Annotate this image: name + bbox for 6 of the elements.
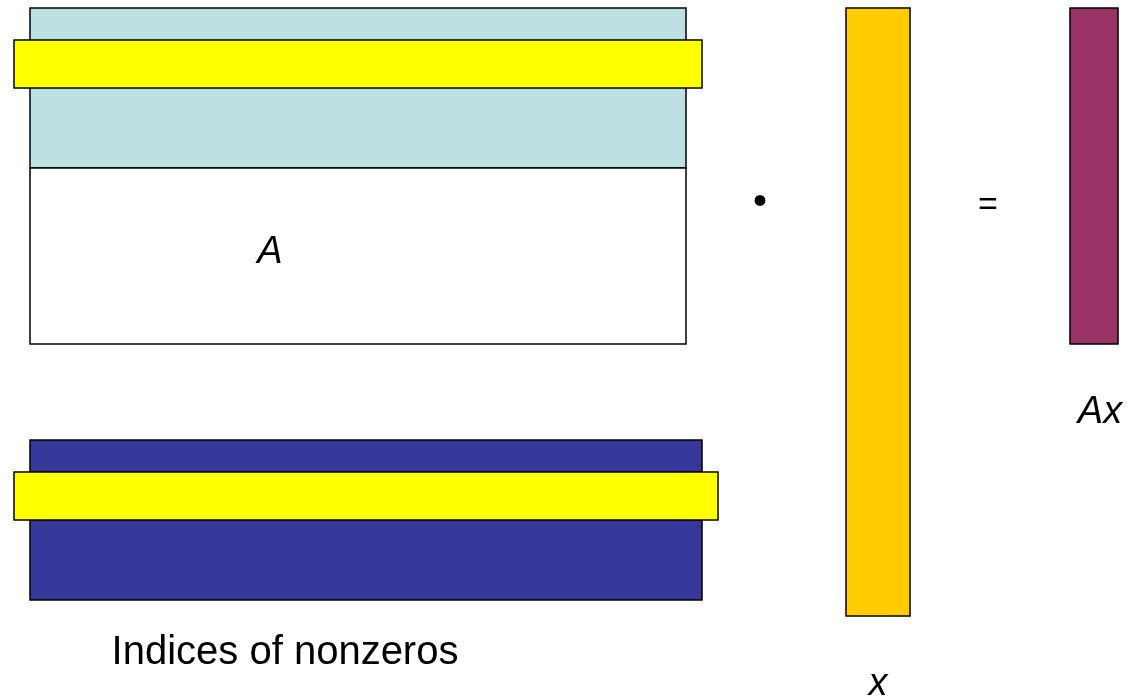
operator-symbol: =: [978, 186, 998, 220]
caption-text: Indices of nonzeros: [111, 630, 459, 670]
operator-symbol: •: [753, 180, 767, 220]
vector-label: x: [868, 663, 888, 697]
vector-label: Ax: [1077, 391, 1123, 429]
matrix-label: A: [257, 231, 283, 269]
